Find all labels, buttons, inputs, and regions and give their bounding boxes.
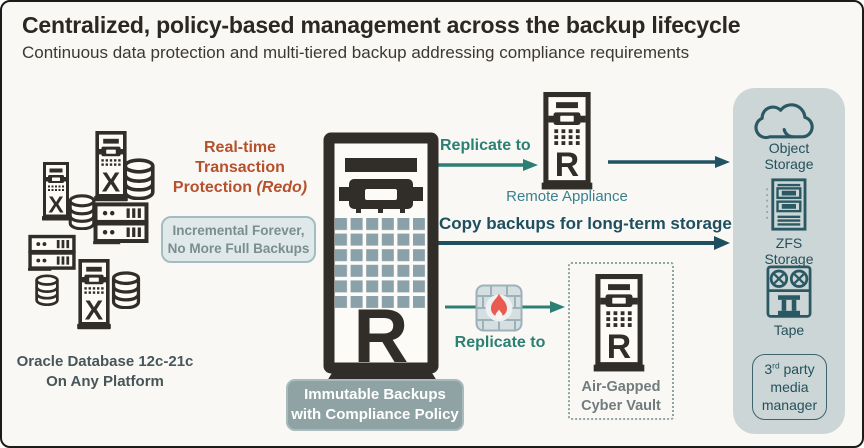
db-tower-icon <box>93 131 129 203</box>
replicate-to-label-bottom: Replicate to <box>454 334 546 351</box>
flame-glyph <box>491 293 507 317</box>
oracle-db-cluster-graphic <box>28 131 155 332</box>
rack-server-icon <box>93 202 149 245</box>
db-tower-icon <box>41 161 71 223</box>
third-party-label: 3rd party <box>764 360 815 377</box>
remote-appliance-caption: Remote Appliance <box>506 188 628 205</box>
realtime-protection-label: Real-time Transaction Protection (Redo) <box>172 139 308 196</box>
object-storage-label: Object Storage <box>764 140 814 173</box>
db-cluster-caption: Oracle Database 12c-21c On Any Platform <box>16 353 194 390</box>
air-gapped-vault-box <box>568 262 674 420</box>
remote-appliance-icon <box>540 92 594 192</box>
zfs-storage-label: ZFS Storage <box>764 235 814 268</box>
page-title: Centralized, policy-based management acr… <box>22 12 741 38</box>
copy-backups-arrow <box>438 236 730 250</box>
disk-grid <box>335 218 425 308</box>
db-tower-icon <box>76 258 112 332</box>
vault-appliance-icon <box>592 274 646 374</box>
tape-icon <box>766 265 812 318</box>
third-party-box: 3rd party media manager <box>752 354 827 420</box>
recovery-appliance-icon: R <box>319 132 445 394</box>
db-cylinder-icon <box>111 271 141 309</box>
incremental-forever-badge: Incremental Forever, No More Full Backup… <box>161 216 316 263</box>
db-cylinder-icon <box>123 158 155 200</box>
rack-server-icon <box>28 234 76 272</box>
to-storage-tiers-arrow <box>608 156 730 168</box>
db-cylinder-icon <box>35 274 59 306</box>
storage-tiers-panel: Object Storage ZFS Storage <box>733 88 845 434</box>
cloud-icon <box>754 103 814 140</box>
vault-caption: Air-Gapped Cyber Vault <box>581 379 661 414</box>
replicate-to-label-top: Replicate to <box>440 137 531 154</box>
appliance-glyph-main: R <box>354 294 409 379</box>
copy-backups-label: Copy backups for long-term storage <box>439 214 732 233</box>
page-subtitle: Continuous data protection and multi-tie… <box>22 43 690 62</box>
tape-label: Tape <box>773 322 805 338</box>
zfs-storage-icon <box>766 178 807 231</box>
replicate-arrow-top <box>438 159 538 171</box>
immutable-backups-badge: Immutable Backups with Compliance Policy <box>286 379 464 431</box>
db-cylinder-icon <box>68 194 96 230</box>
firewall-icon <box>475 284 523 332</box>
